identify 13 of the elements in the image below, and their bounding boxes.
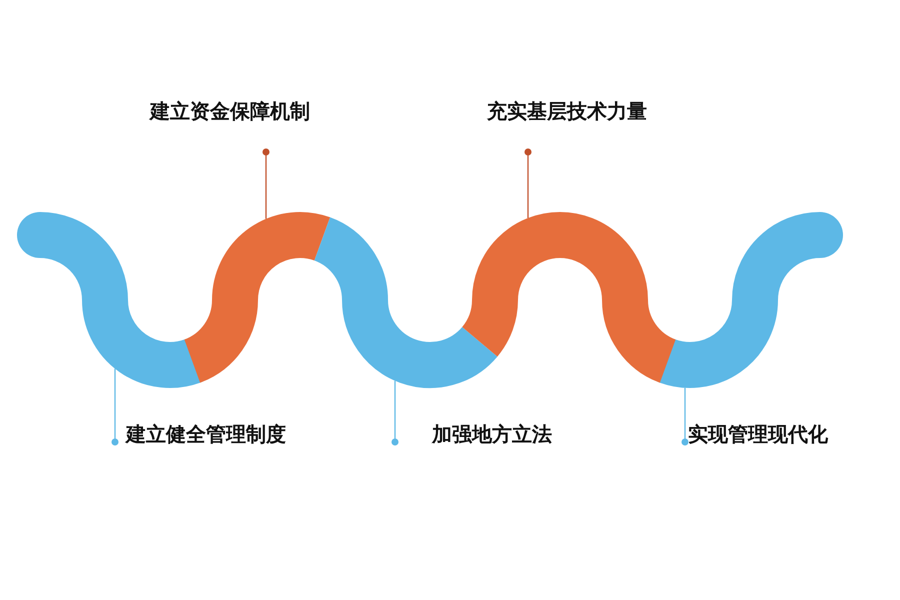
leader-line bbox=[524, 148, 532, 218]
leader-line bbox=[112, 368, 118, 446]
wave-segment bbox=[461, 212, 677, 382]
item-label: 加强地方立法 bbox=[432, 421, 552, 448]
leader-line bbox=[262, 148, 270, 219]
wave-segment bbox=[313, 218, 496, 388]
leader-line bbox=[682, 388, 688, 446]
item-label: 建立资金保障机制 bbox=[150, 98, 310, 125]
item-label: 建立健全管理制度 bbox=[126, 421, 286, 448]
item-label: 充实基层技术力量 bbox=[487, 98, 647, 125]
item-label: 实现管理现代化 bbox=[688, 421, 828, 448]
leader-line bbox=[392, 380, 398, 446]
wave-segment bbox=[183, 212, 329, 382]
